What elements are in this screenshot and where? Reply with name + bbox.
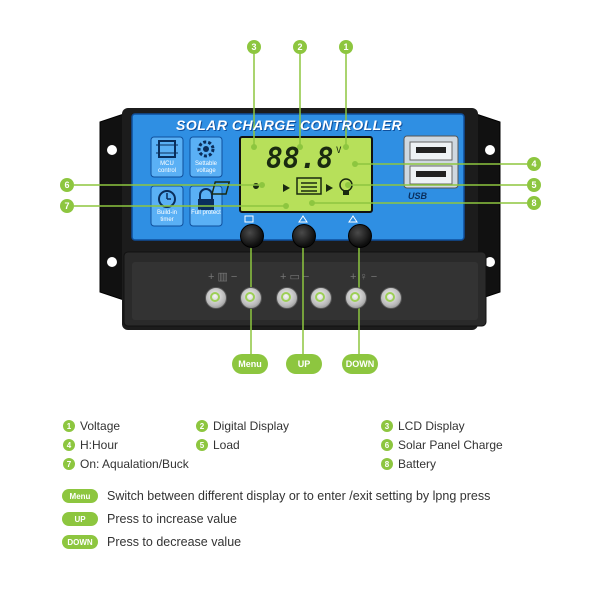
terminal-screw <box>310 287 332 309</box>
callout-4: 4 <box>527 157 541 171</box>
description-label: UP <box>62 512 98 526</box>
down-pill: DOWN <box>342 354 378 374</box>
description-label: DOWN <box>62 535 98 549</box>
callout-5: 5 <box>527 178 541 192</box>
terminal-screw <box>380 287 402 309</box>
description-row: DOWN Press to decrease value <box>62 535 241 549</box>
up-button[interactable] <box>292 224 316 248</box>
callout-7: 7 <box>60 199 74 213</box>
terminal-screw <box>240 287 262 309</box>
legend-text: Digital Display <box>213 419 290 433</box>
legend-number: 4 <box>63 439 75 451</box>
legend-item: 5 Load <box>196 438 240 452</box>
legend-item: 2 Digital Display <box>196 419 289 433</box>
menu-button[interactable] <box>240 224 264 248</box>
callout-1: 1 <box>339 40 353 54</box>
legend-item: 7 On: Aqualation/Buck <box>63 457 189 471</box>
legend-text: Battery <box>398 457 437 471</box>
legend-text: LCD Display <box>398 419 465 433</box>
down-button[interactable] <box>348 224 372 248</box>
legend-text: Solar Panel Charge <box>398 438 503 452</box>
label-timer: Build-in timer <box>156 210 177 223</box>
description-text: Press to increase value <box>107 512 237 526</box>
menu-pill: Menu <box>232 354 268 374</box>
legend-item: 6 Solar Panel Charge <box>381 438 503 452</box>
legend-number: 8 <box>381 458 393 470</box>
lcd-unit: V <box>336 146 342 156</box>
legend-item: 8 Battery <box>381 457 436 471</box>
legend-text: H:Hour <box>80 438 119 452</box>
legend-number: 3 <box>381 420 393 432</box>
description-text: Press to decrease value <box>107 535 242 549</box>
svg-text:+ ▭ −: + ▭ − <box>280 271 309 283</box>
description-text: Switch between different display or to e… <box>107 489 491 503</box>
legend-item: 1 Voltage <box>63 419 120 433</box>
legend-number: 2 <box>196 420 208 432</box>
terminal-screw <box>205 287 227 309</box>
up-pill: UP <box>286 354 322 374</box>
description-label: Menu <box>62 489 98 503</box>
callout-6: 6 <box>60 178 74 192</box>
legend-number: 1 <box>63 420 75 432</box>
terminal-screw <box>345 287 367 309</box>
legend-item: 3 LCD Display <box>381 419 465 433</box>
callout-8: 8 <box>527 196 541 210</box>
legend-text: Voltage <box>80 419 121 433</box>
legend-text: Load <box>213 438 240 452</box>
legend-number: 5 <box>196 439 208 451</box>
callout-2: 2 <box>293 40 307 54</box>
device-title: SOLAR CHARGE CONTROLLER <box>176 117 403 133</box>
description-row: UP Press to increase value <box>62 512 237 526</box>
legend-number: 7 <box>63 458 75 470</box>
legend-item: 4 H:Hour <box>63 438 118 452</box>
legend-text: On: Aqualation/Buck <box>80 457 189 471</box>
label-mcu: MCU control <box>157 161 176 174</box>
svg-text:+ ▥ −: + ▥ − <box>208 271 237 283</box>
callout-3: 3 <box>247 40 261 54</box>
lcd-digits: 88.8 <box>266 142 334 175</box>
svg-text:+ ♀ −: + ♀ − <box>350 271 377 283</box>
label-protect: Full protect <box>191 210 221 216</box>
usb-label: USB <box>408 191 428 201</box>
legend-number: 6 <box>381 439 393 451</box>
controller-drawing: + ▥ − + ▭ − + ♀ − <box>74 52 527 355</box>
terminal-screw <box>276 287 298 309</box>
description-row: Menu Switch between different display or… <box>62 489 490 503</box>
label-voltage: Settable voltage <box>194 161 218 174</box>
